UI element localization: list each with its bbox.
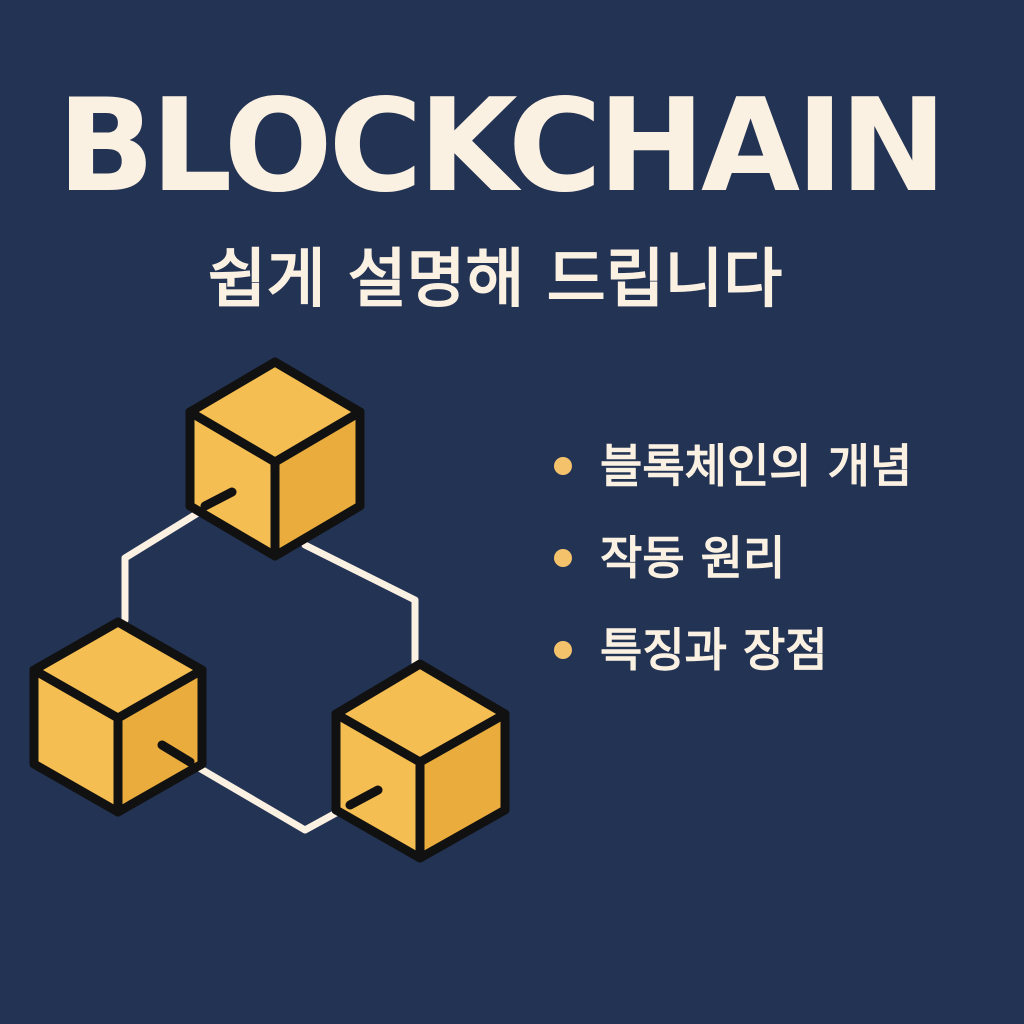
topic-label: 작동 원리 xyxy=(600,531,786,585)
bullet-dot-icon xyxy=(554,549,572,567)
cube-right xyxy=(331,659,510,863)
topic-list: 블록체인의 개념 작동 원리 특징과 장점 xyxy=(548,420,1018,696)
bullet-dot-icon xyxy=(554,641,572,659)
link-top-right xyxy=(301,541,419,669)
bullet-dot-icon xyxy=(554,457,572,475)
cube-top xyxy=(185,357,365,561)
topic-item: 블록체인의 개념 xyxy=(548,420,1018,512)
page-title: BLOCKCHAIN xyxy=(57,72,947,221)
cube-left xyxy=(29,617,207,817)
page-subtitle: 쉽게 설명해 드립니다 xyxy=(207,243,783,317)
topic-item: 특징과 장점 xyxy=(548,604,1018,696)
linked-blocks-icon xyxy=(29,357,510,863)
topic-item: 작동 원리 xyxy=(548,512,1018,604)
topic-label: 특징과 장점 xyxy=(600,623,828,677)
topic-label: 블록체인의 개념 xyxy=(600,439,913,493)
